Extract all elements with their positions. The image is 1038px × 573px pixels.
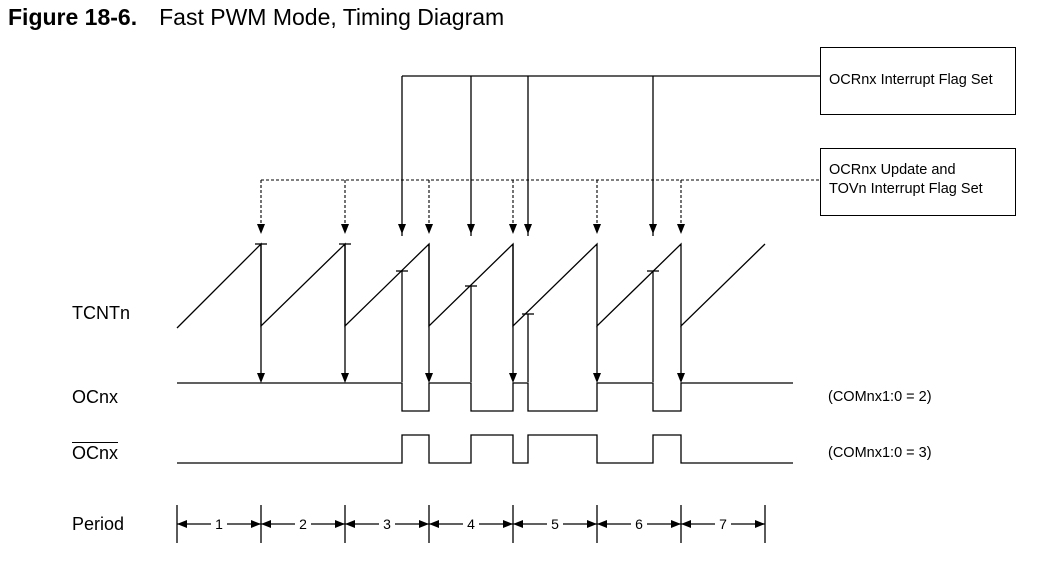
period-arrow-4: 4 xyxy=(429,516,513,532)
period-arrow-6: 6 xyxy=(597,516,681,532)
tcnt-label: TCNTn xyxy=(72,303,130,323)
arrowhead xyxy=(677,224,685,234)
ocnx-label: OCnx xyxy=(72,387,119,407)
ocnx-waveform xyxy=(177,382,793,412)
ocnx-mode-note: (COMnx1:0 = 2) xyxy=(828,389,932,405)
period-number: 7 xyxy=(719,516,727,532)
arrowhead xyxy=(649,224,657,234)
period-number: 4 xyxy=(467,516,475,532)
update-tov-lines xyxy=(260,179,820,226)
period-arrow-1: 1 xyxy=(177,516,261,532)
arrowhead xyxy=(398,224,406,234)
period-number: 2 xyxy=(299,516,307,532)
tcnt-to-ocnx-lines xyxy=(260,244,682,382)
update-tov-label-line1: OCRnx Update and xyxy=(829,162,956,178)
arrowhead xyxy=(341,224,349,234)
arrowhead xyxy=(467,224,475,234)
arrowhead xyxy=(257,224,265,234)
arrowhead xyxy=(593,224,601,234)
ocnx-inverted-label: OCnx xyxy=(72,443,118,464)
tcnt-to-ocnx-arrowheads xyxy=(257,373,685,383)
ocnx-inverted-mode-note: (COMnx1:0 = 3) xyxy=(828,445,932,461)
period-number: 3 xyxy=(383,516,391,532)
period-arrow-3: 3 xyxy=(345,516,429,532)
period-number: 5 xyxy=(551,516,559,532)
interrupt-flag-box: OCRnx Interrupt Flag Set xyxy=(820,47,1016,115)
figure-caption: Fast PWM Mode, Timing Diagram xyxy=(159,4,505,30)
update-tov-arrowheads xyxy=(257,224,685,234)
arrowhead xyxy=(509,224,517,234)
arrowhead xyxy=(425,224,433,234)
arrowhead xyxy=(524,224,532,234)
ocnx-inverted-waveform xyxy=(177,434,793,464)
ocr-interrupt-lines xyxy=(401,75,820,236)
tcnt-sawtooth xyxy=(176,242,766,329)
figure-title: Figure 18-6. Fast PWM Mode, Timing Diagra… xyxy=(8,4,504,31)
update-tov-box: OCRnx Update and TOVn Interrupt Flag Set xyxy=(820,148,1016,216)
ocr-interrupt-arrowheads xyxy=(398,224,657,234)
interrupt-flag-label: OCRnx Interrupt Flag Set xyxy=(829,72,993,88)
period-arrow-5: 5 xyxy=(513,516,597,532)
period-number: 6 xyxy=(635,516,643,532)
period-label: Period xyxy=(72,514,125,534)
period-arrow-7: 7 xyxy=(681,516,765,532)
update-tov-label-line2: TOVn Interrupt Flag Set xyxy=(829,181,983,197)
period-arrow-2: 2 xyxy=(261,516,345,532)
period-arrows: 1 2 3 4 5 6 7 xyxy=(177,516,765,532)
ocnx-inverted-text: OCnx xyxy=(72,443,119,463)
figure-number: Figure 18-6. xyxy=(8,4,138,30)
period-number: 1 xyxy=(215,516,223,532)
